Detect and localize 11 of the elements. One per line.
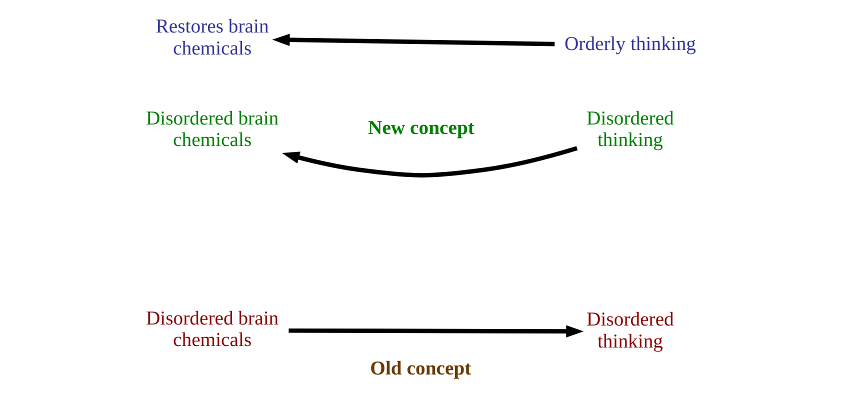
label: Old concept	[370, 358, 472, 380]
arrow	[288, 325, 584, 338]
node-text: Orderly thinking	[564, 33, 696, 56]
node-text: Disordered brain chemicals	[146, 107, 279, 152]
node-text: Disordered brain chemicals	[146, 307, 279, 352]
node-text: Disordered thinking	[586, 107, 674, 152]
arrow	[282, 146, 578, 178]
node-text: Restores brain chemicals	[156, 16, 269, 60]
node-text: Disordered thinking	[586, 308, 674, 352]
arrow	[272, 34, 555, 46]
label: New concept	[368, 117, 474, 140]
